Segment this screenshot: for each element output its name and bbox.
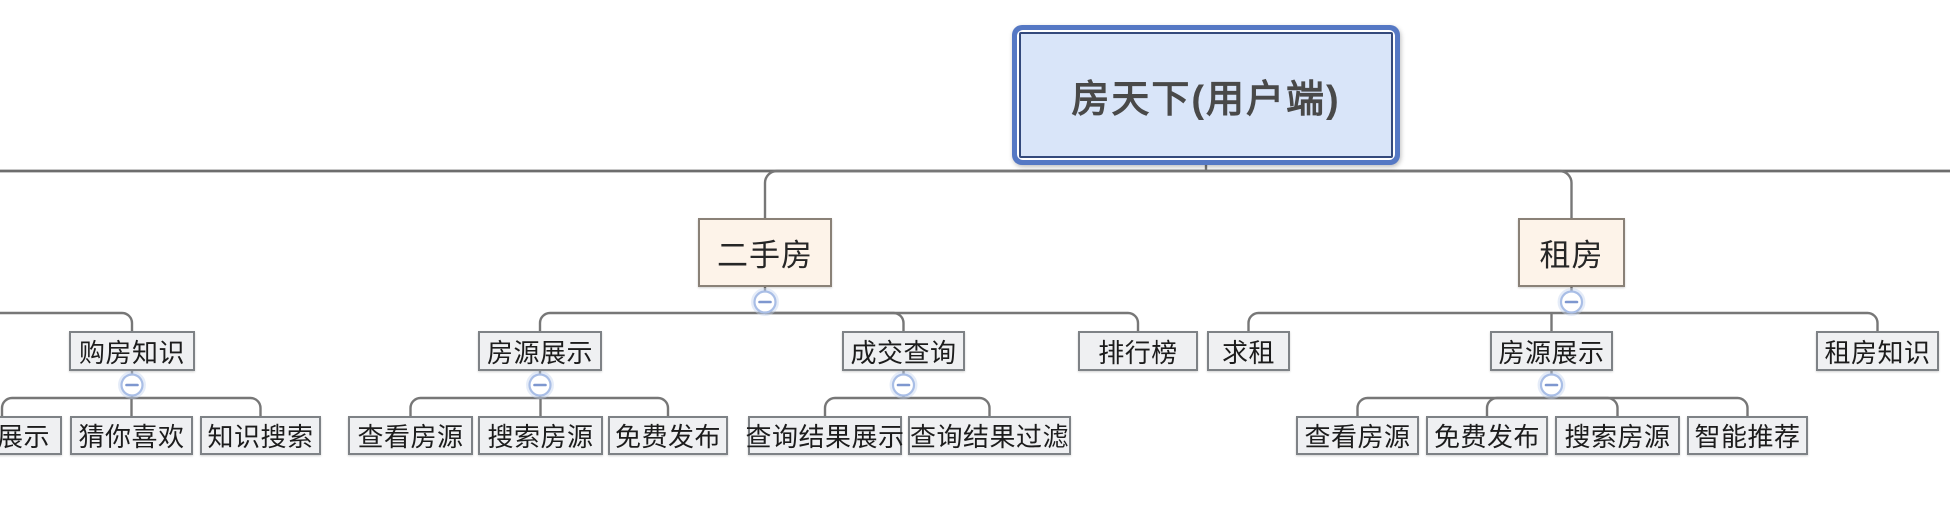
collapse-icon-rent-house[interactable]: [1557, 288, 1586, 316]
collapse-icon-buying-knowledge[interactable]: [118, 371, 146, 399]
collapse-icon-listing-display-right[interactable]: [1537, 371, 1566, 399]
collapse-icon-listing-display-left[interactable]: [526, 371, 554, 399]
collapse-icon-second-hand-house[interactable]: [751, 288, 779, 316]
collapse-icon-deal-query[interactable]: [889, 371, 918, 399]
